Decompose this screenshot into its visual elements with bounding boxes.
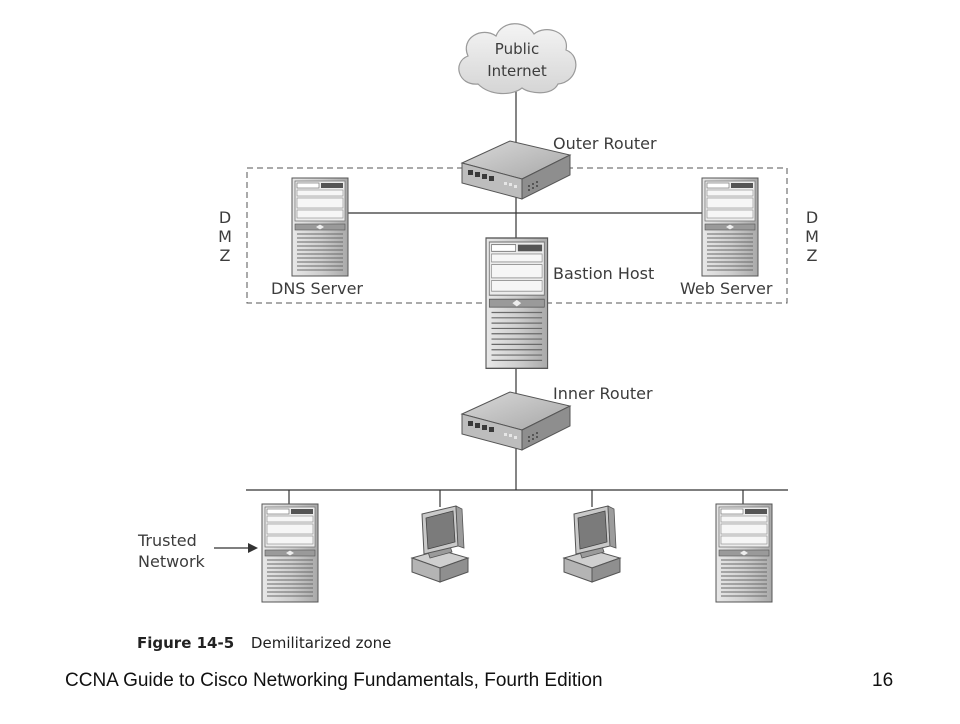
figure-number: Figure 14-5	[137, 634, 235, 652]
bastion-host-icon	[485, 237, 549, 370]
outer-router-label: Outer Router	[553, 134, 657, 153]
dns-server-icon	[291, 177, 349, 277]
workstation-2-icon	[563, 505, 621, 583]
dmz-label-right: D M Z	[802, 208, 822, 265]
trusted-label-line-1: Trusted	[138, 531, 197, 550]
figure-caption: Figure 14-5 Demilitarized zone	[137, 634, 391, 652]
trusted-server-1-icon	[261, 503, 319, 603]
dmz-label-left: D M Z	[215, 208, 235, 265]
footer-book-title: CCNA Guide to Cisco Networking Fundament…	[65, 670, 603, 691]
connections	[246, 88, 788, 507]
trusted-network-label: Trusted Network	[138, 530, 205, 572]
trusted-network-arrow-icon	[214, 543, 258, 553]
internet-cloud-icon	[458, 23, 577, 95]
trusted-label-line-2: Network	[138, 552, 205, 571]
figure-title: Demilitarized zone	[250, 634, 392, 652]
dmz-left-letter-d: D	[218, 208, 232, 227]
internet-label-line-2: Internet	[487, 62, 547, 80]
inner-router-label: Inner Router	[553, 384, 653, 403]
workstation-1-icon	[411, 505, 469, 583]
footer-page-number: 16	[872, 670, 894, 691]
dns-server-label: DNS Server	[271, 279, 363, 298]
dmz-left-letter-z: Z	[219, 246, 231, 265]
dmz-right-letter-m: M	[805, 227, 819, 246]
dmz-right-letter-d: D	[805, 208, 819, 227]
internet-label: Public Internet	[460, 38, 574, 82]
trusted-server-2-icon	[715, 503, 773, 603]
dmz-left-letter-m: M	[218, 227, 232, 246]
internet-label-line-1: Public	[494, 40, 540, 58]
web-server-icon	[701, 177, 759, 277]
bastion-host-label: Bastion Host	[553, 264, 655, 283]
dmz-right-letter-z: Z	[806, 246, 818, 265]
web-server-label: Web Server	[680, 279, 773, 298]
